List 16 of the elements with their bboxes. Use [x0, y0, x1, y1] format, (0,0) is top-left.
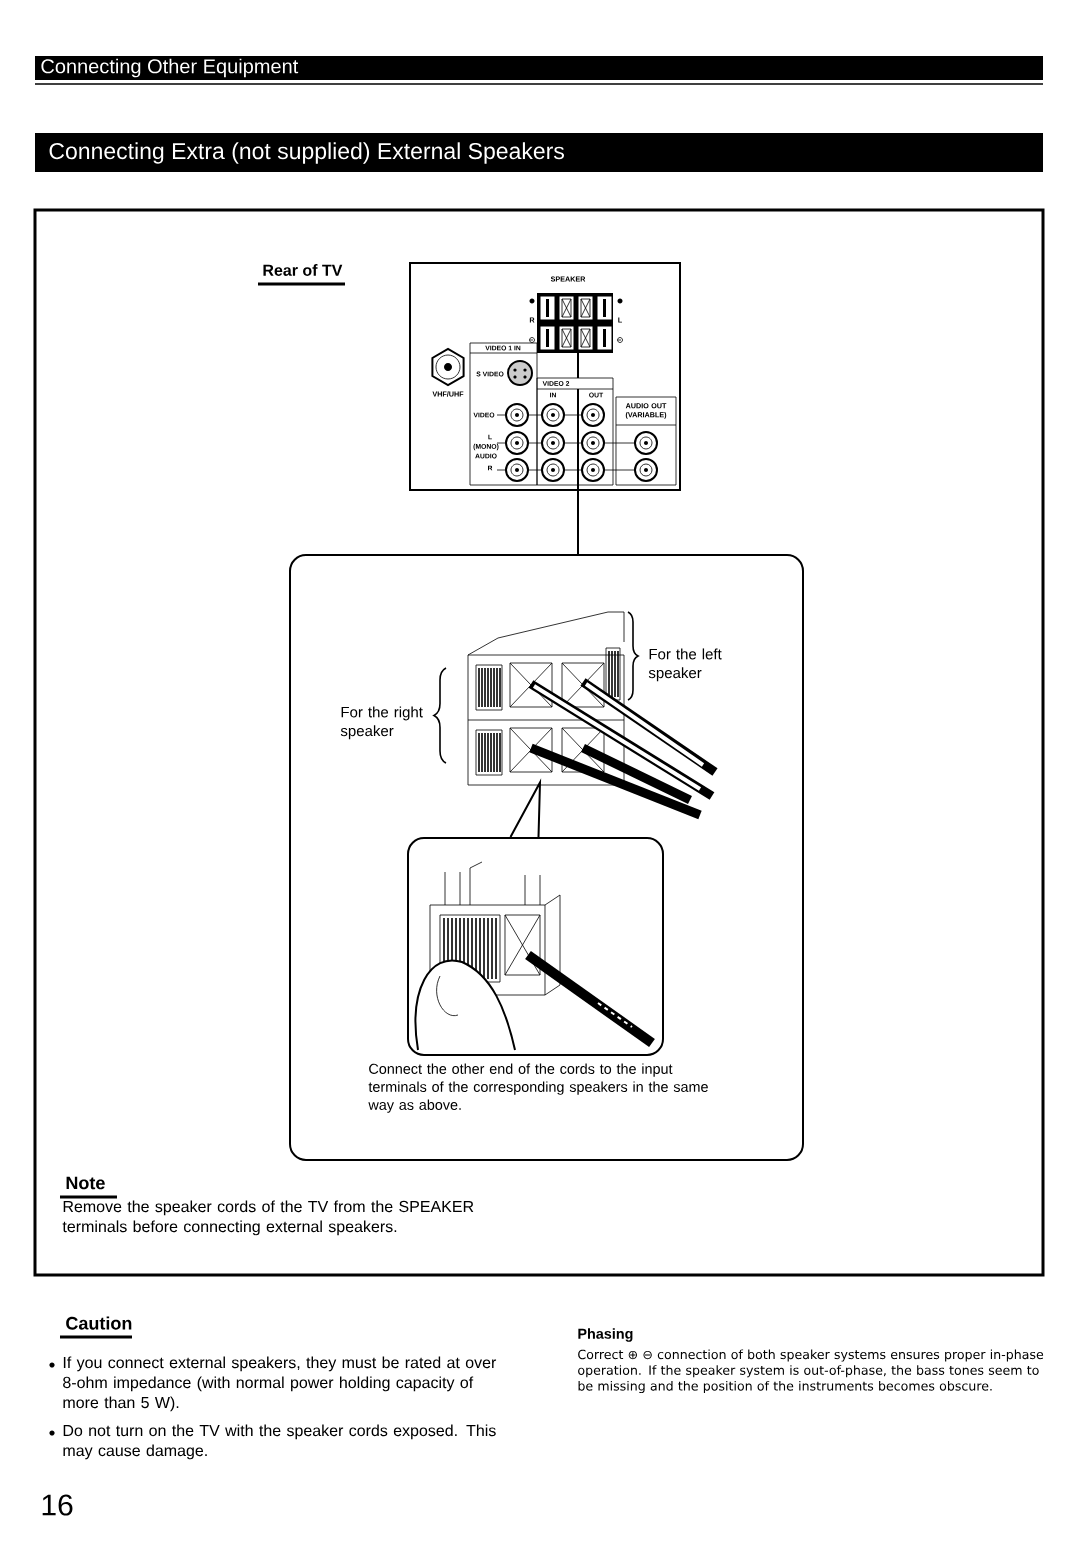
body-text: Correct ⊕ ⊖ connection of both speaker systems ensures proper in-phase operation. If the speaker system is out-of-phase, the bass tones seem to be missing and the position of the instruments becomes obscure. [578, 1349, 1044, 1394]
bullet-item: If you connect external speakers, they must be rated at over 8-ohm impedance (with normal power holding capacity of more than 5 W). [49, 1356, 497, 1412]
instruction-text: Connect the other end of the cords to the input terminals of the corresponding speakers in the same way as above. [368, 1063, 708, 1113]
page-number: 16 [42, 1494, 73, 1516]
note-heading: Note [60, 1176, 117, 1199]
connector-line [577, 490, 579, 555]
section-heading: Phasing [578, 1328, 633, 1342]
title-bar: Connecting Extra (not supplied) External Speakers [35, 133, 1043, 172]
bullet-item: Do not turn on the TV with the speaker cords exposed. This may cause damage. [49, 1424, 496, 1460]
header-bar: Connecting Other Equipment [35, 56, 1043, 80]
caution-heading: Caution [60, 1316, 132, 1339]
section-heading: Rear of TV [258, 264, 345, 286]
callout-text: For the right speaker [340, 706, 423, 740]
note-text: Remove the speaker cords of the TV from the SPEAKER terminals before connecting external speakers. [62, 1200, 474, 1236]
closeup-box [407, 837, 664, 1056]
callout-text: For the left speaker [648, 648, 722, 682]
